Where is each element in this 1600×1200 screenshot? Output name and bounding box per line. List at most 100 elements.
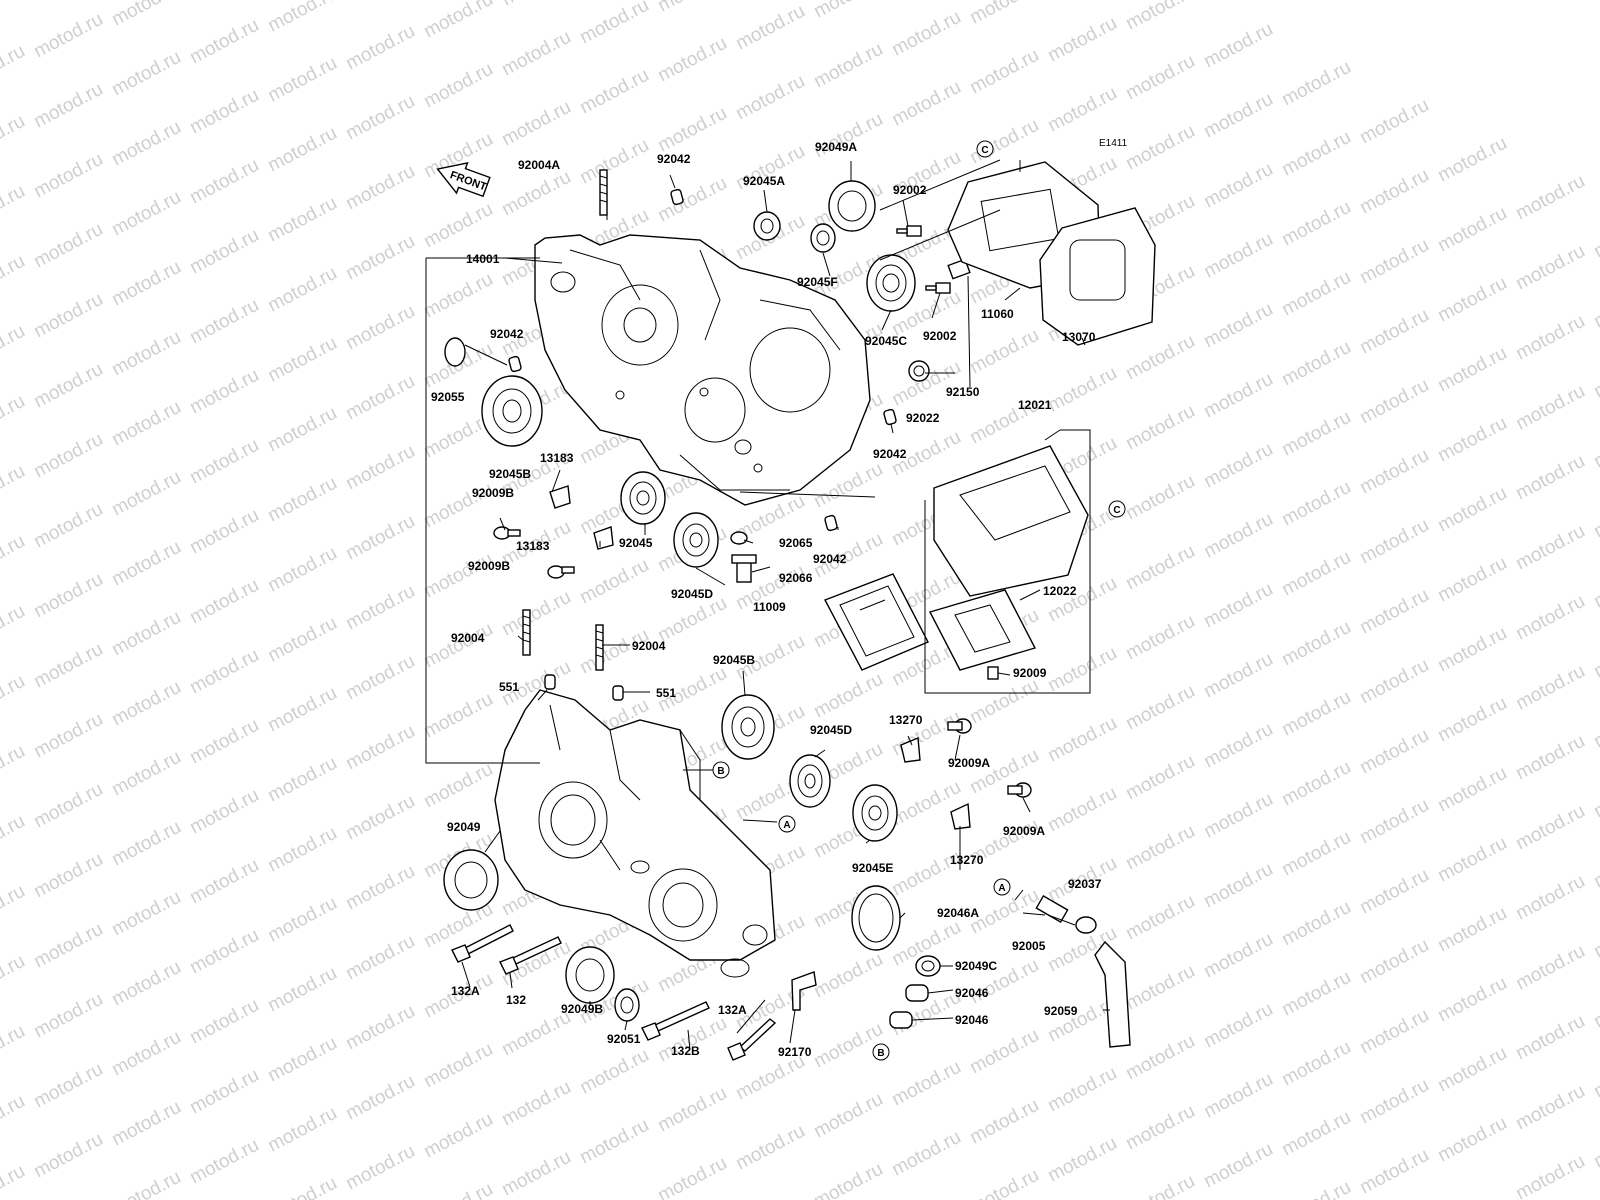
watermark-text: motod.ru [966, 115, 1042, 169]
stud-92004-mid [595, 624, 604, 671]
watermark-text: motod.ru [1512, 1011, 1588, 1065]
dowel-92042-mid [883, 408, 897, 426]
watermark-text: motod.ru [342, 231, 418, 285]
label-92004-left: 92004 [451, 631, 485, 645]
watermark-text: motod.ru [30, 359, 106, 413]
watermark-text: motod.ru [1278, 687, 1354, 741]
label-92055: 92055 [431, 390, 465, 404]
watermark-text: motod.ru [1512, 591, 1588, 645]
watermark-text: motod.ru [1512, 311, 1588, 365]
watermark-text: motod.ru [264, 403, 340, 457]
callout-c-mid: C [1108, 500, 1126, 518]
bolt-132 [499, 936, 562, 975]
bearing-92045D-top [673, 512, 719, 568]
watermark-text: motod.ru [1356, 935, 1432, 989]
watermark-text: motod.ru [498, 1147, 574, 1200]
watermark-text: motod.ru [1512, 381, 1588, 435]
watermark-text: motod.ru [810, 109, 886, 163]
watermark-text: motod.ru [1200, 19, 1276, 73]
watermark-text: motod.ru [108, 537, 184, 591]
watermark-text: motod.ru [966, 45, 1042, 99]
watermark-text: motod.ru [342, 581, 418, 635]
watermark-text: motod.ru [186, 575, 262, 629]
watermark-text: motod.ru [1200, 89, 1276, 143]
label-92009A-mid: 92009A [1003, 824, 1045, 838]
watermark-text: motod.ru [1434, 763, 1510, 817]
watermark-text: motod.ru [1278, 57, 1354, 111]
watermark-text: motod.ru [1122, 401, 1198, 455]
watermark-text: motod.ru [186, 435, 262, 489]
label-12021: 12021 [1018, 398, 1052, 412]
watermark-text: motod.ru [264, 53, 340, 107]
watermark-text: motod.ru [0, 741, 29, 795]
watermark-text: motod.ru [1044, 83, 1120, 137]
watermark-text: motod.ru [1356, 585, 1432, 639]
label-92066: 92066 [779, 571, 813, 585]
watermark-text: motod.ru [0, 181, 29, 235]
seal-92051 [614, 988, 640, 1022]
watermark-text: motod.ru [1122, 961, 1198, 1015]
watermark-text: motod.ru [30, 849, 106, 903]
watermark-text: motod.ru [420, 59, 496, 113]
plug-92066 [731, 554, 757, 583]
watermark-text: motod.ru [264, 473, 340, 527]
watermark-text: motod.ru [1044, 783, 1120, 837]
watermark-text: motod.ru [342, 441, 418, 495]
label-92002-mid: 92002 [923, 329, 957, 343]
label-92002-top: 92002 [893, 183, 927, 197]
clamp-92037 [1075, 916, 1097, 934]
watermark-text: motod.ru [1590, 629, 1600, 683]
label-92049A: 92049A [815, 140, 857, 154]
watermark-text: motod.ru [1044, 573, 1120, 627]
bearing-92045C [866, 254, 916, 312]
label-92045: 92045 [619, 536, 653, 550]
label-132B: 132B [671, 1044, 700, 1058]
watermark-text: motod.ru [420, 689, 496, 743]
watermark-text: motod.ru [108, 1027, 184, 1081]
watermark-text: motod.ru [1200, 509, 1276, 563]
watermark-text: motod.ru [1356, 515, 1432, 569]
watermark-text: motod.ru [1278, 1177, 1354, 1200]
watermark-text: motod.ru [1590, 979, 1600, 1033]
bolt-132A-left [451, 924, 514, 963]
watermark-text: motod.ru [1122, 541, 1198, 595]
stud-92004A [599, 169, 608, 216]
bearing-92045A [753, 211, 781, 241]
watermark-text: motod.ru [1200, 159, 1276, 213]
diagram-code: E1411 [1099, 138, 1128, 149]
watermark-text: motod.ru [1434, 273, 1510, 327]
watermark-text: motod.ru [1278, 127, 1354, 181]
watermark-text: motod.ru [420, 619, 496, 673]
screw-92009B-top [493, 526, 521, 540]
watermark-text: motod.ru [30, 569, 106, 623]
watermark-text: motod.ru [186, 645, 262, 699]
watermark-text: motod.ru [30, 149, 106, 203]
watermark-text: motod.ru [264, 963, 340, 1017]
watermark-text: motod.ru [108, 957, 184, 1011]
watermark-text: motod.ru [108, 187, 184, 241]
watermark-text: motod.ru [498, 27, 574, 81]
watermark-text: motod.ru [1122, 821, 1198, 875]
watermark-text: motod.ru [264, 823, 340, 877]
label-92022: 92022 [906, 411, 940, 425]
watermark-text: motod.ru [0, 461, 29, 515]
label-92045A: 92045A [743, 174, 785, 188]
watermark-text: motod.ru [186, 505, 262, 559]
watermark-text: motod.ru [1356, 1145, 1432, 1199]
watermark-text: motod.ru [810, 1019, 886, 1073]
watermark-text: motod.ru [342, 371, 418, 425]
watermark-text: motod.ru [342, 1001, 418, 1055]
watermark-text: motod.ru [108, 677, 184, 731]
hose-92059 [1094, 940, 1131, 1048]
collar-92049C [915, 955, 941, 977]
bolt-132A-mid [727, 1018, 777, 1061]
watermark-text: motod.ru [264, 683, 340, 737]
watermark-text: motod.ru [108, 817, 184, 871]
watermark-text: motod.ru [1434, 553, 1510, 607]
watermark-text: motod.ru [1512, 731, 1588, 785]
watermark-text: motod.ru [0, 811, 29, 865]
watermark-text: motod.ru [1356, 1005, 1432, 1059]
svg-text:B: B [717, 766, 724, 777]
label-92046-2: 92046 [955, 1013, 989, 1027]
watermark-text: motod.ru [186, 295, 262, 349]
